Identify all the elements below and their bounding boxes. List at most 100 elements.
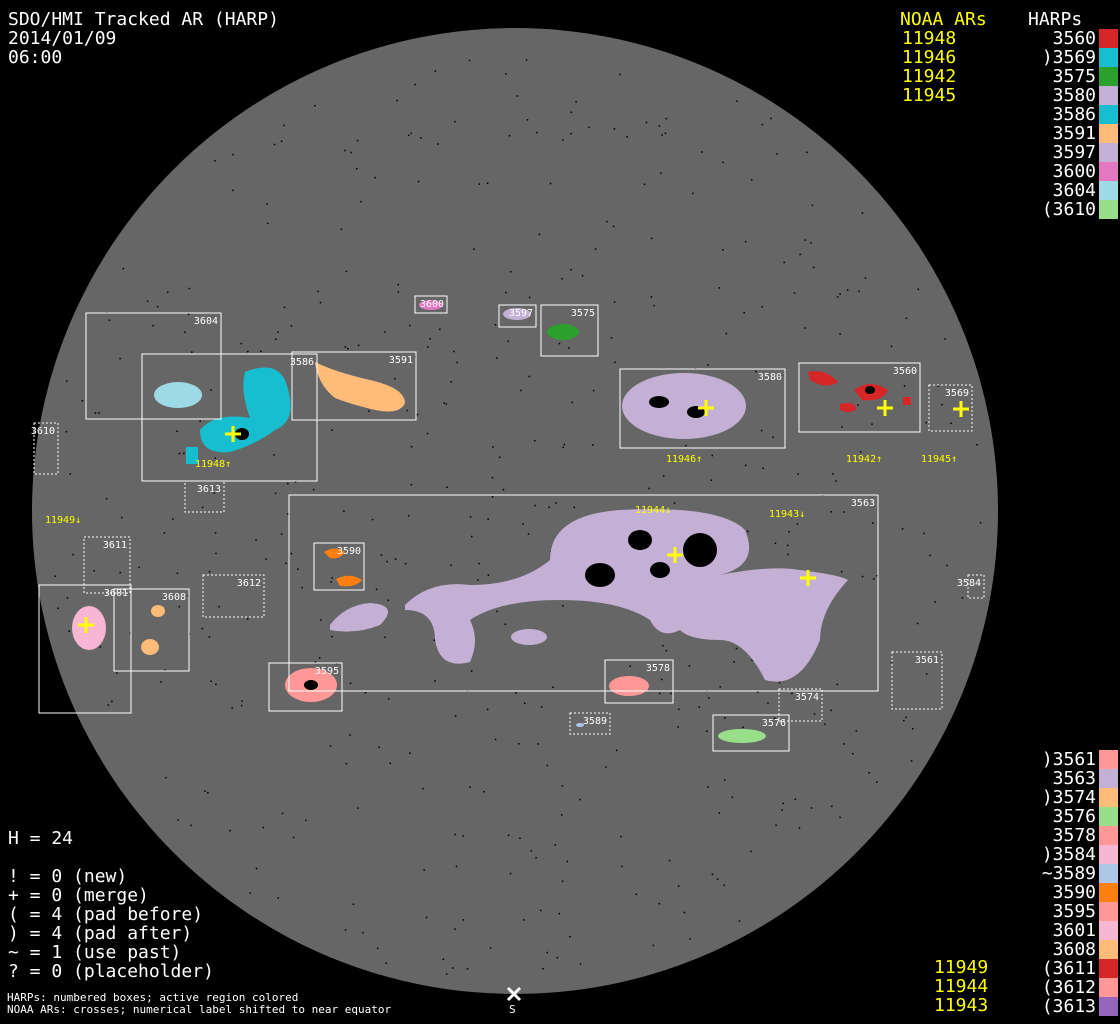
noaa-ar-label: 11942: [902, 66, 957, 87]
magnetic-speckle: [552, 686, 554, 688]
magnetic-speckle: [588, 126, 590, 129]
magnetic-speckle: [357, 344, 360, 347]
magnetic-speckle: [455, 865, 458, 868]
magnetic-speckle: [573, 506, 576, 509]
magnetic-speckle: [650, 237, 653, 240]
sunspot: [683, 533, 717, 567]
magnetic-speckle: [570, 132, 572, 135]
harp-box-label: 3560: [893, 366, 917, 377]
harp-box-3584: [967, 574, 985, 599]
magnetic-speckle: [561, 785, 564, 787]
magnetic-speckle: [410, 446, 413, 448]
harp-box-3563: [288, 494, 879, 692]
harp-box-label: 3584: [957, 578, 981, 589]
magnetic-speckle: [416, 413, 419, 416]
magnetic-speckle: [621, 865, 623, 868]
magnetic-speckle: [218, 605, 220, 608]
magnetic-speckle: [470, 535, 473, 538]
magnetic-speckle: [394, 377, 396, 380]
magnetic-speckle: [905, 716, 907, 719]
magnetic-speckle: [783, 261, 785, 264]
magnetic-speckle: [868, 771, 870, 774]
magnetic-speckle: [314, 104, 316, 107]
magnetic-speckle: [301, 586, 303, 589]
magnetic-speckle: [487, 518, 489, 520]
magnetic-speckle: [240, 342, 243, 345]
magnetic-speckle: [876, 574, 878, 577]
magnetic-speckle: [65, 430, 68, 433]
magnetic-speckle: [229, 829, 231, 832]
magnetic-speckle: [320, 619, 322, 621]
magnetic-speckle: [214, 160, 216, 162]
magnetic-speckle: [347, 347, 349, 350]
title: SDO/HMI Tracked AR (HARP): [8, 9, 279, 30]
noaa-header: NOAA ARs: [900, 9, 987, 30]
magnetic-speckle: [523, 702, 526, 704]
magnetic-speckle: [345, 762, 348, 765]
magnetic-speckle: [794, 798, 797, 801]
footer-line-2: NOAA ARs: crosses; numerical label shift…: [7, 1003, 392, 1016]
harp-legend-label: )3561: [1041, 749, 1096, 770]
magnetic-speckle: [165, 776, 167, 779]
magnetic-speckle: [469, 516, 472, 518]
magnetic-speckle: [528, 375, 530, 378]
harp-color-swatch: [1099, 750, 1118, 769]
magnetic-speckle: [731, 796, 734, 798]
magnetic-speckle: [386, 560, 388, 563]
magnetic-speckle: [536, 131, 538, 134]
magnetic-speckle: [665, 649, 668, 652]
harp-box-label: 3586: [290, 357, 314, 368]
magnetic-speckle: [184, 331, 186, 333]
magnetic-speckle: [563, 443, 566, 446]
noaa-cross-icon: [800, 570, 816, 586]
magnetic-speckle: [496, 357, 498, 359]
magnetic-speckle: [522, 919, 525, 921]
magnetic-speckle: [357, 807, 359, 809]
magnetic-speckle: [722, 248, 724, 251]
magnetic-speckle: [231, 707, 233, 709]
magnetic-speckle: [905, 317, 908, 320]
magnetic-speckle: [462, 835, 464, 837]
magnetic-speckle: [201, 627, 204, 630]
magnetic-speckle: [491, 476, 494, 479]
magnetic-speckle: [290, 552, 293, 555]
magnetic-speckle: [629, 665, 632, 667]
magnetic-speckle: [662, 645, 664, 647]
magnetic-speckle: [831, 805, 833, 808]
magnetic-speckle: [423, 869, 425, 871]
magnetic-speckle: [540, 909, 542, 912]
magnetic-speckle: [349, 682, 352, 685]
stat-line: ) = 4 (pad after): [8, 923, 193, 944]
magnetic-speckle: [843, 511, 845, 513]
magnetic-speckle: [946, 564, 948, 567]
magnetic-speckle: [839, 293, 841, 295]
magnetic-speckle: [594, 248, 597, 250]
magnetic-speckle: [917, 288, 920, 290]
harp-legend-label: (3611: [1041, 958, 1096, 979]
magnetic-speckle: [746, 530, 749, 533]
magnetic-speckle: [433, 639, 436, 641]
harp-color-swatch: [1099, 940, 1118, 959]
harp-legend-label: (3613: [1041, 996, 1096, 1017]
magnetic-speckle: [613, 128, 616, 130]
magnetic-speckle: [371, 518, 374, 521]
magnetic-speckle: [389, 762, 392, 764]
magnetic-speckle: [767, 702, 769, 704]
active-region-3560: [808, 371, 911, 412]
magnetic-speckle: [72, 553, 74, 556]
harp-box-3574: [778, 688, 823, 722]
magnetic-speckle: [427, 346, 429, 348]
harp-box-label: 3569: [945, 388, 969, 399]
magnetic-speckle: [329, 745, 332, 747]
harp-box-label: 3561: [915, 655, 939, 666]
noaa-cross-icon: [225, 426, 241, 442]
magnetic-speckle: [773, 717, 776, 719]
magnetic-speckle: [246, 618, 249, 620]
magnetic-speckle: [670, 692, 672, 695]
magnetic-speckle: [265, 558, 267, 560]
harp-color-swatch: [1099, 883, 1118, 902]
magnetic-speckle: [349, 734, 351, 736]
magnetic-speckle: [119, 357, 121, 360]
magnetic-speckle: [409, 752, 411, 754]
magnetic-speckle: [494, 738, 497, 741]
